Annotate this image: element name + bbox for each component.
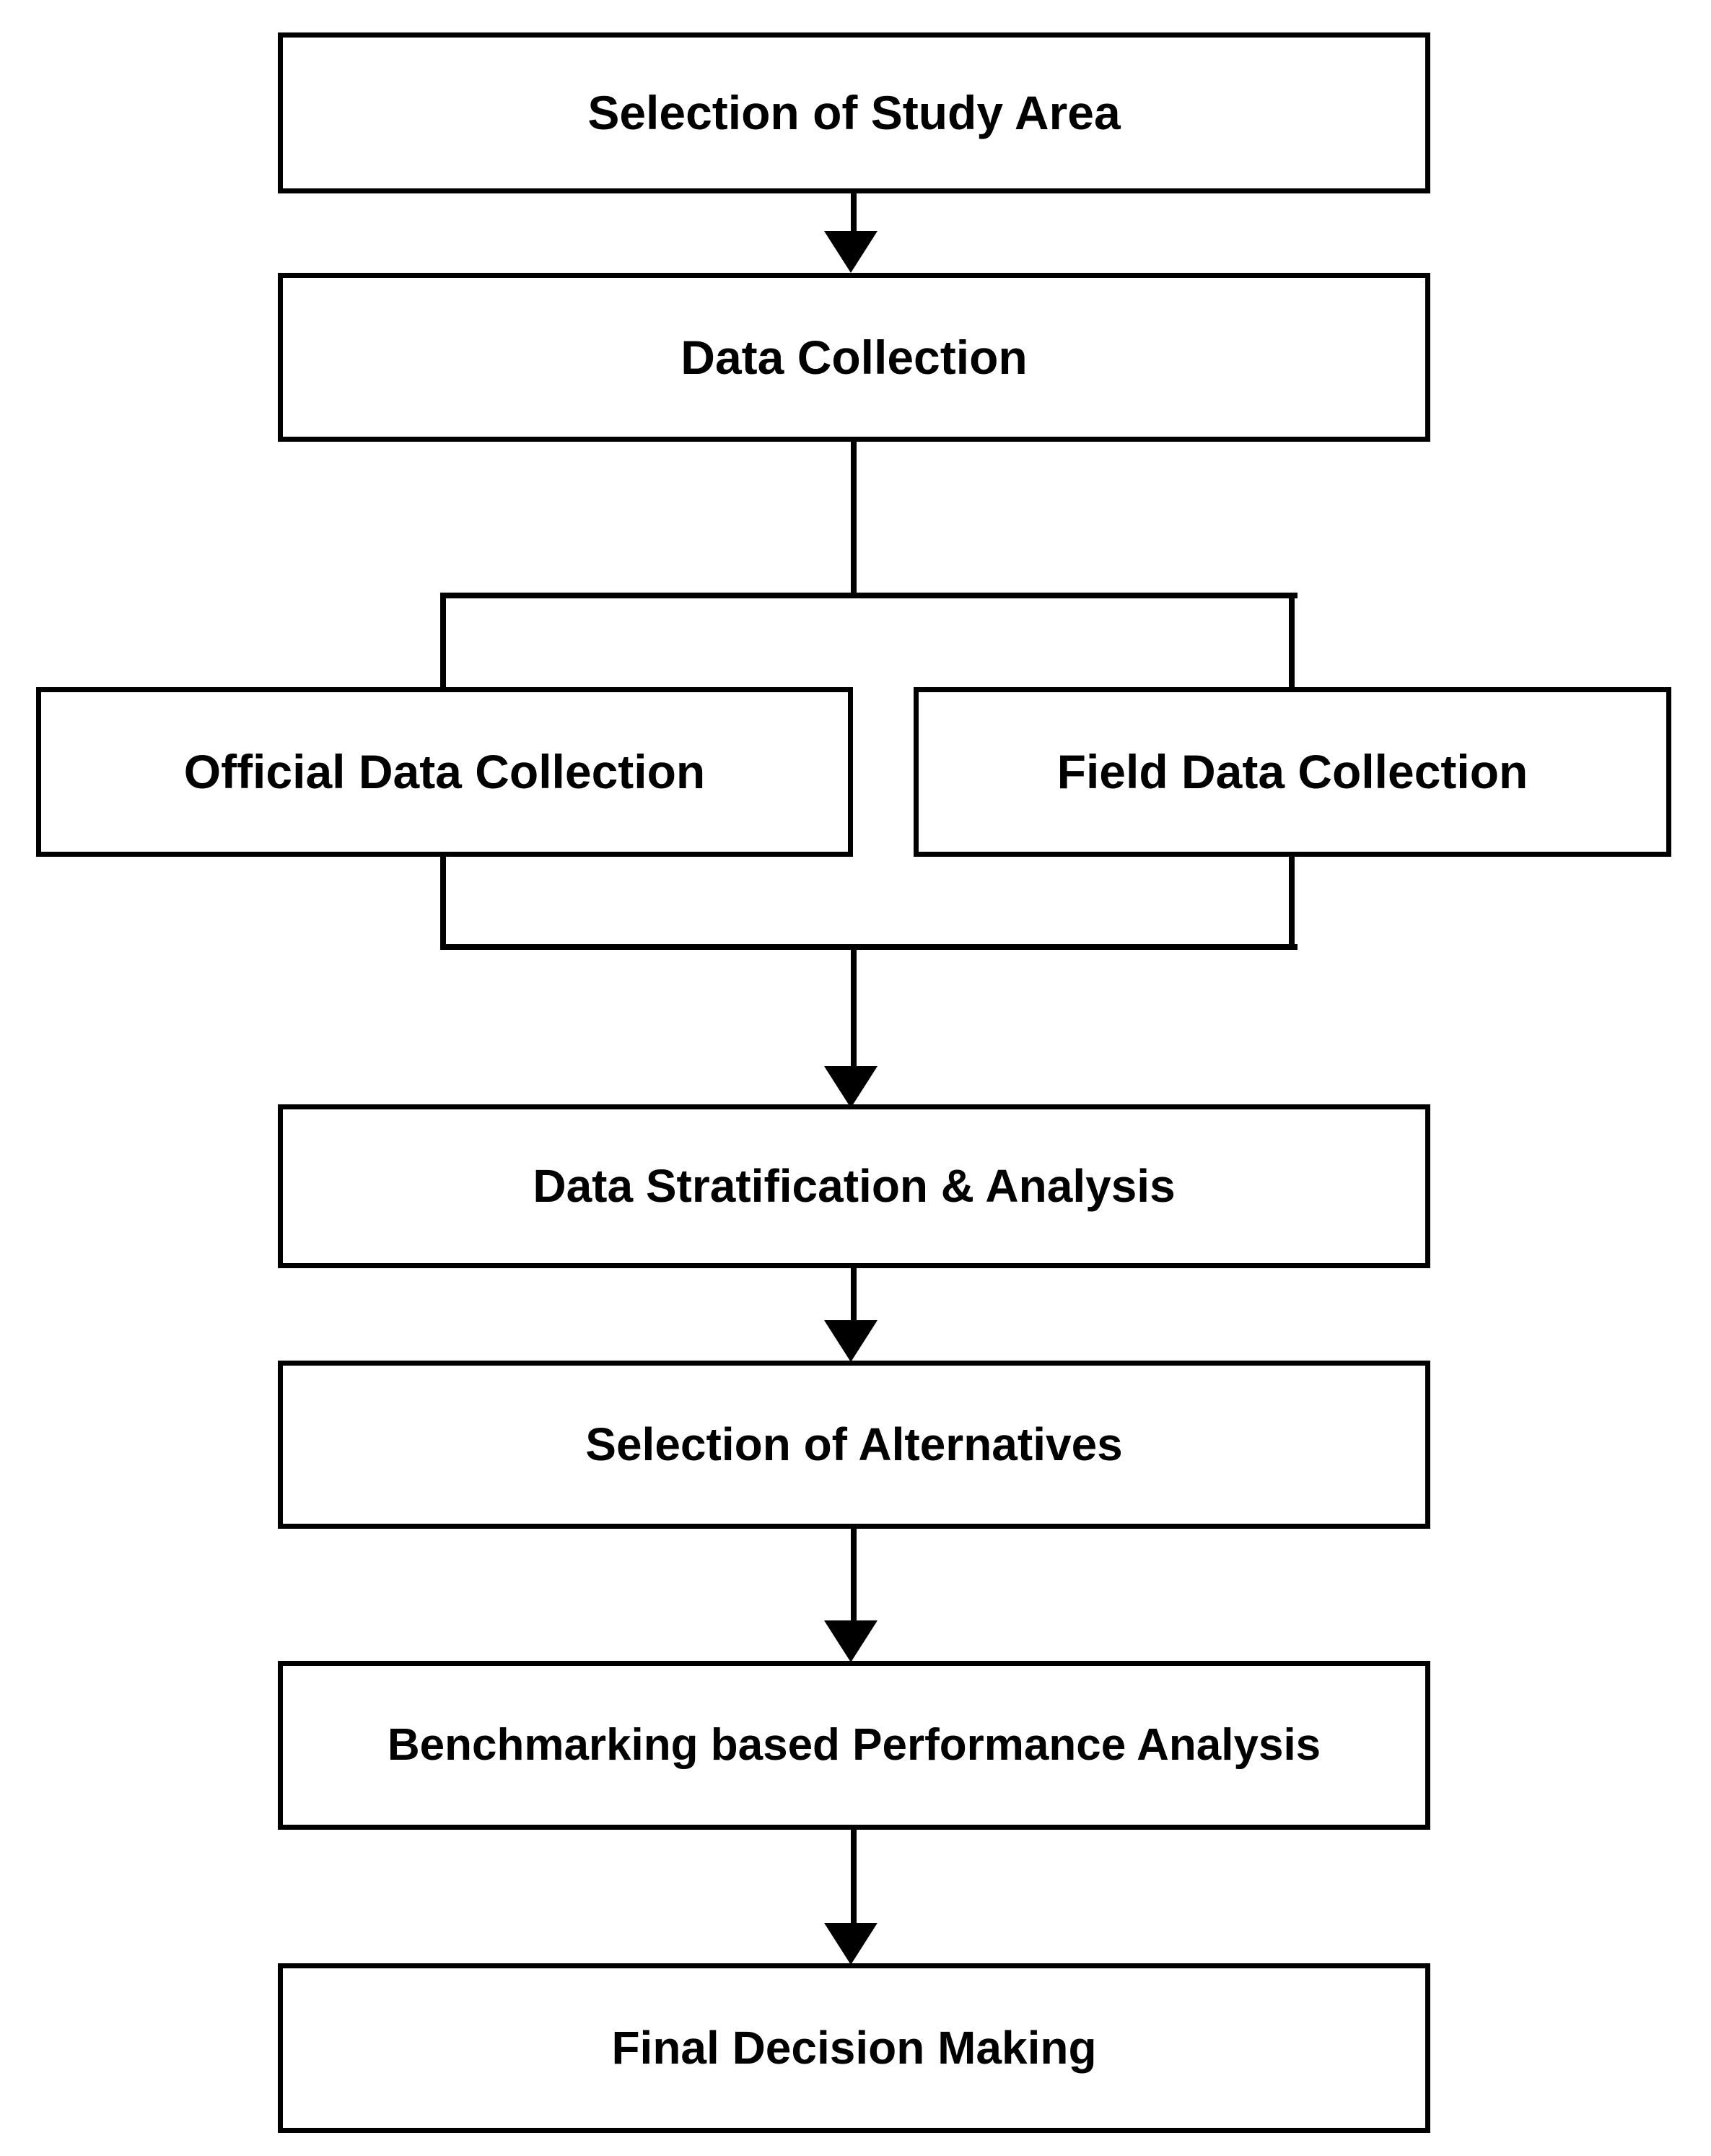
merge-bar (443, 944, 1298, 950)
split-leg-to-official (440, 593, 446, 692)
merge-leg-from-field (1289, 853, 1295, 950)
node-final-decision-making: Final Decision Making (278, 1963, 1430, 2133)
node-data-stratification-and-analysis: Data Stratification & Analysis (278, 1104, 1430, 1268)
node-data-collection: Data Collection (278, 273, 1430, 442)
node-label: Final Decision Making (611, 2021, 1097, 2074)
node-label: Field Data Collection (1056, 745, 1528, 799)
arrowhead-icon (824, 1066, 878, 1108)
node-label: Data Stratification & Analysis (533, 1159, 1176, 1212)
arrowhead-icon (824, 1923, 878, 1965)
arrowhead-icon (824, 231, 878, 273)
split-leg-to-field (1289, 593, 1295, 692)
connector-merge-to-stratification (851, 944, 857, 1068)
connector-benchmarking-to-final (851, 1830, 857, 1924)
node-label: Benchmarking based Performance Analysis (387, 1720, 1321, 1771)
connector-data-collection-to-split (851, 442, 857, 598)
node-benchmarking-based-performance-analysis: Benchmarking based Performance Analysis (278, 1661, 1430, 1830)
node-selection-of-alternatives: Selection of Alternatives (278, 1361, 1430, 1529)
connector-study-area-to-data-collection (851, 193, 857, 233)
node-label: Official Data Collection (183, 745, 706, 799)
connector-stratification-to-alternatives (851, 1268, 857, 1322)
arrowhead-icon (824, 1620, 878, 1662)
split-bar (443, 593, 1298, 598)
node-field-data-collection: Field Data Collection (914, 687, 1671, 857)
node-label: Data Collection (681, 330, 1028, 384)
node-official-data-collection: Official Data Collection (36, 687, 853, 857)
connector-alternatives-to-benchmarking (851, 1529, 857, 1621)
node-label: Selection of Study Area (587, 86, 1121, 140)
merge-leg-from-official (440, 853, 446, 950)
node-selection-of-study-area: Selection of Study Area (278, 32, 1430, 193)
node-label: Selection of Alternatives (585, 1418, 1123, 1470)
arrowhead-icon (824, 1320, 878, 1362)
